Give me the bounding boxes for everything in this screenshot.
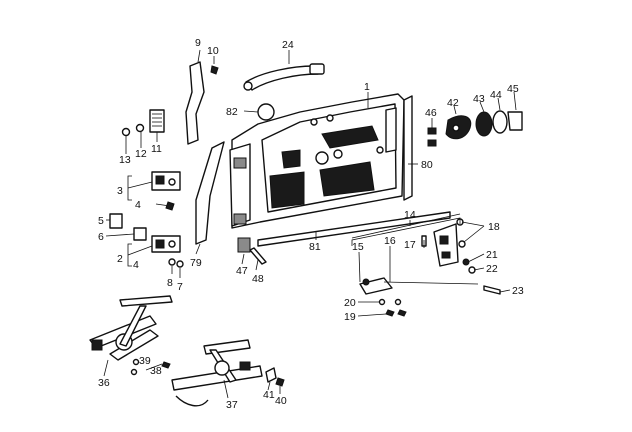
adjust-screw	[483, 285, 501, 295]
remote-rod	[383, 281, 479, 285]
label-part-42: 42	[447, 97, 459, 109]
door-check-block	[237, 237, 251, 253]
door-seal-strip	[403, 95, 413, 201]
label-part-17: 17	[404, 239, 416, 251]
vent-bracket	[185, 61, 205, 145]
crank-screw	[275, 377, 285, 387]
weatherstrip	[195, 141, 225, 245]
lock-cylinder-assembly	[427, 110, 523, 147]
label-part-20: 20	[344, 297, 356, 309]
cover-cap	[257, 103, 275, 121]
label-part-43: 43	[473, 93, 485, 105]
label-part-11: 11	[151, 143, 162, 155]
label-part-12: 12	[135, 148, 147, 160]
hinge-screw-head	[165, 201, 175, 211]
label-part-48: 48	[252, 273, 264, 285]
nut	[121, 127, 131, 137]
label-part-6: 6	[98, 231, 104, 243]
label-part-13: 13	[119, 154, 131, 166]
hinge-washer	[168, 258, 176, 266]
label-part-82: 82	[226, 106, 238, 118]
callout-labels: 1 2 3 4 4 5 6 7 8 9 10 11 12 13 14 15 16…	[98, 37, 524, 411]
window-regulator	[89, 295, 173, 361]
label-part-21: 21	[486, 249, 498, 261]
label-part-16: 16	[384, 235, 396, 247]
label-part-39: 39	[139, 355, 151, 367]
label-part-1: 1	[364, 81, 370, 93]
label-part-9: 9	[195, 37, 201, 49]
remote-pivot	[362, 278, 370, 286]
latch-washer	[462, 258, 470, 266]
label-part-45: 45	[507, 83, 519, 95]
door-check-pin	[249, 247, 267, 265]
label-part-47: 47	[236, 265, 248, 277]
label-part-36: 36	[98, 377, 110, 389]
sill-trim-strip	[257, 211, 451, 247]
label-part-2: 2	[117, 253, 123, 265]
label-part-23: 23	[512, 285, 524, 297]
hinge-bolt	[176, 260, 184, 268]
label-part-79: 79	[190, 257, 202, 269]
screw	[210, 65, 219, 75]
label-part-15: 15	[352, 241, 364, 253]
label-part-44: 44	[490, 89, 502, 101]
label-part-81: 81	[309, 241, 321, 253]
leader-lines	[103, 49, 517, 399]
label-part-41: 41	[263, 389, 275, 401]
upper-hinge	[151, 171, 181, 191]
latch-rod	[351, 213, 461, 239]
screw-washer	[378, 298, 386, 306]
regulator-washer	[132, 358, 140, 366]
hinge-shim	[133, 227, 147, 241]
screw-washer	[394, 298, 402, 306]
striker-plate	[149, 109, 165, 133]
label-part-4-upper: 4	[135, 199, 141, 211]
washer	[135, 123, 145, 133]
label-part-80: 80	[421, 159, 433, 171]
label-part-5: 5	[98, 215, 104, 227]
label-part-38: 38	[150, 365, 162, 377]
outer-door-handle	[243, 63, 325, 91]
label-part-14: 14	[404, 209, 416, 221]
label-part-24: 24	[282, 39, 294, 51]
door-shell	[229, 93, 405, 229]
window-regulator-rear	[171, 339, 263, 407]
regulator-washer	[130, 368, 138, 376]
label-part-10: 10	[207, 45, 219, 57]
label-part-22: 22	[486, 263, 498, 275]
label-part-3: 3	[117, 185, 123, 197]
door-latch	[433, 218, 466, 267]
label-part-40: 40	[275, 395, 287, 407]
label-part-8: 8	[167, 277, 173, 289]
label-part-18: 18	[488, 221, 500, 233]
label-part-7: 7	[177, 281, 183, 293]
hinge-plate	[109, 213, 123, 229]
label-part-19: 19	[344, 311, 356, 323]
crank-washer	[265, 367, 277, 383]
lower-hinge	[151, 235, 181, 253]
mounting-screw	[385, 309, 395, 317]
mounting-screw	[397, 309, 407, 317]
label-part-4-lower: 4	[133, 259, 139, 271]
regulator-screw	[161, 361, 171, 369]
label-part-46: 46	[425, 107, 437, 119]
label-part-37: 37	[226, 399, 238, 411]
